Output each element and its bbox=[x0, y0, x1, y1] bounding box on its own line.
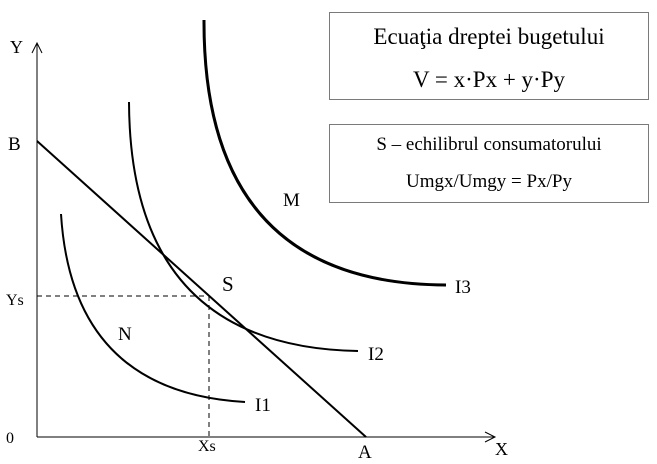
region-m-label: M bbox=[283, 190, 300, 211]
budget-line bbox=[36, 140, 367, 438]
budget-equation-box: Ecuaţia dreptei bugetului V = x·Px + y·P… bbox=[329, 12, 649, 100]
point-s-label: S bbox=[222, 272, 234, 296]
equilibrium-title: S – echilibrul consumatorului bbox=[376, 134, 602, 155]
region-n-label: N bbox=[118, 324, 132, 345]
consumer-equilibrium-box: S – echilibrul consumatorului Umgx/Umgy … bbox=[329, 124, 649, 203]
x-axis-label: X bbox=[495, 439, 508, 459]
indifference-curve-i3 bbox=[202, 19, 447, 287]
curve-i3-label: I3 bbox=[455, 277, 471, 298]
indifference-curve-i2 bbox=[128, 101, 359, 352]
equilibrium-condition: Umgx/Umgy = Px/Py bbox=[406, 171, 572, 192]
curve-i2-label: I2 bbox=[368, 344, 384, 365]
x-axis-arrow bbox=[484, 431, 497, 443]
xs-label: Xs bbox=[198, 438, 216, 455]
budget-equation-title: Ecuaţia dreptei bugetului bbox=[373, 24, 605, 49]
y-axis-arrow bbox=[31, 41, 43, 54]
budget-equation-formula: V = x·Px + y·Py bbox=[412, 67, 566, 92]
indifference-curve-i1 bbox=[60, 213, 246, 403]
curve-i1-label: I1 bbox=[255, 395, 271, 416]
point-b-label: B bbox=[8, 134, 21, 155]
y-axis-label: Y bbox=[10, 37, 23, 57]
point-a-label: A bbox=[358, 442, 372, 459]
origin-label: 0 bbox=[6, 430, 14, 447]
ys-label: Ys bbox=[6, 292, 24, 309]
